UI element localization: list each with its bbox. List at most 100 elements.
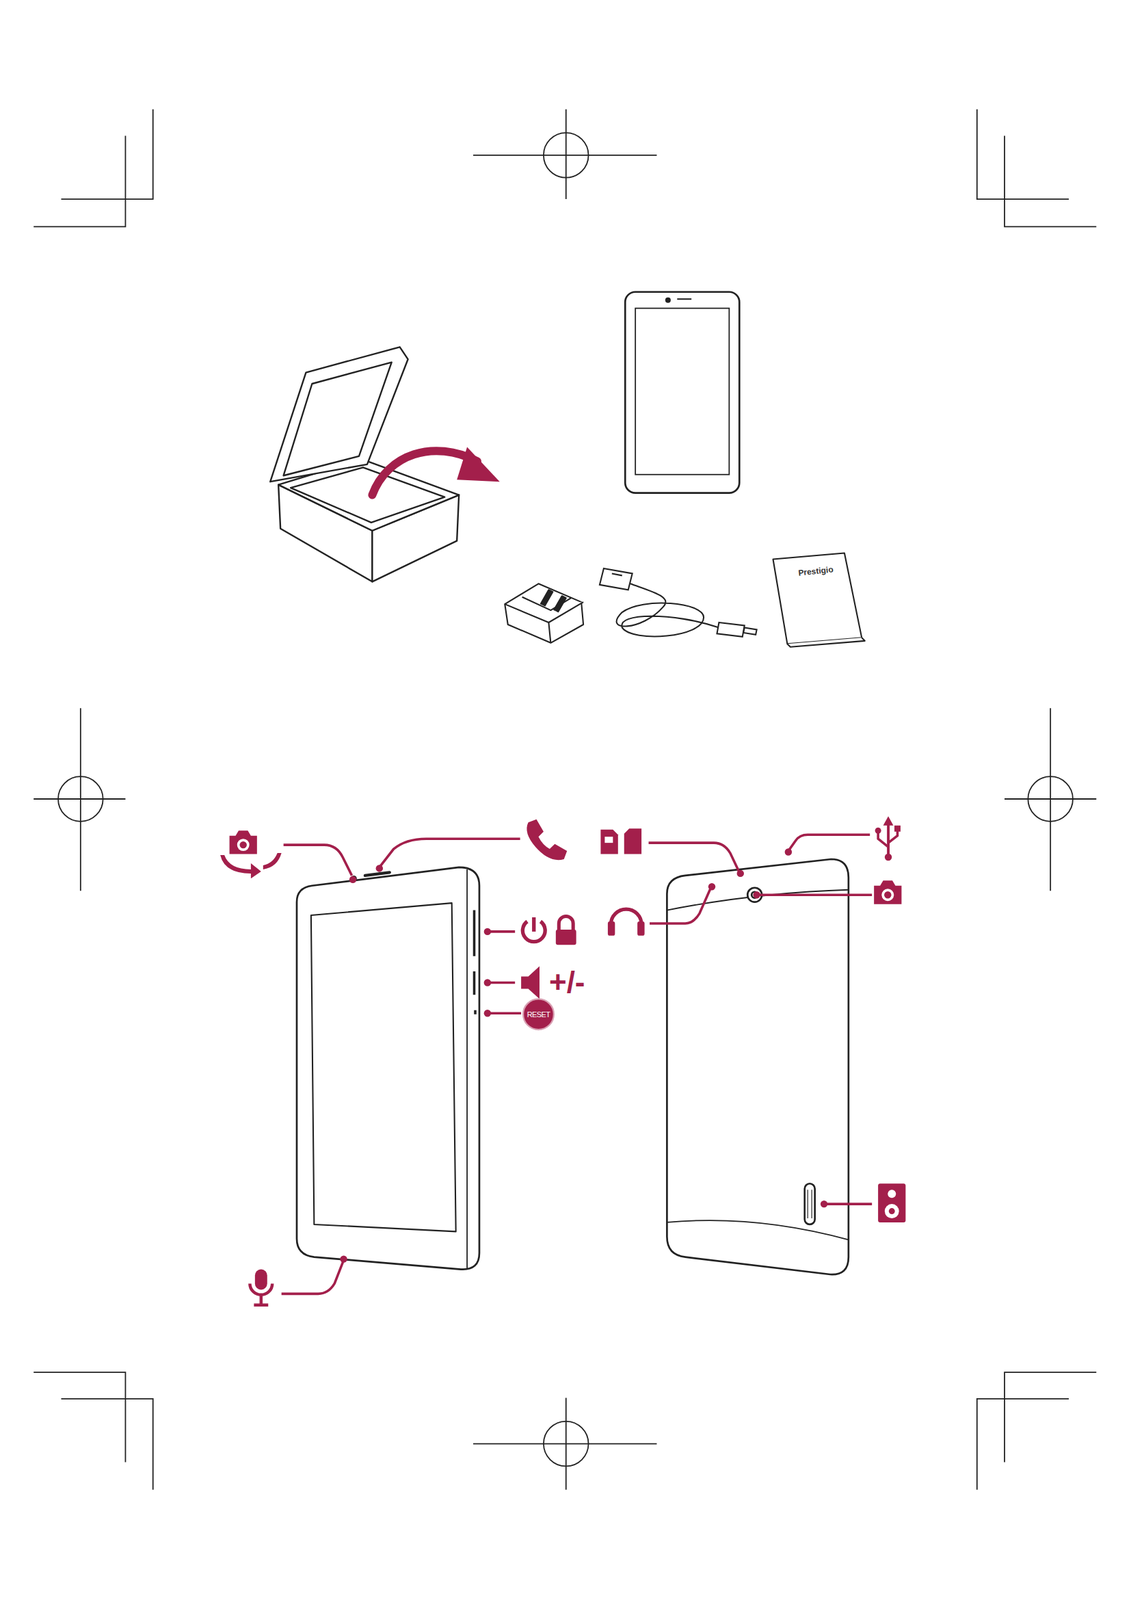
icons bbox=[526, 819, 567, 860]
crop-marks bbox=[1004, 707, 1097, 891]
volume-label: +/- bbox=[549, 966, 586, 997]
leader-dots bbox=[339, 847, 828, 1263]
leader-dots bbox=[339, 1254, 347, 1262]
usb-cable bbox=[611, 573, 623, 576]
leader-lines bbox=[649, 887, 711, 924]
tablet-front bbox=[311, 902, 457, 1231]
leader-lines bbox=[283, 844, 353, 876]
box bbox=[270, 346, 408, 482]
leader-lines bbox=[281, 1259, 344, 1294]
icons bbox=[884, 1203, 900, 1218]
leader-dots bbox=[737, 869, 744, 877]
crop-marks bbox=[977, 1371, 1097, 1490]
tablet-back bbox=[666, 1219, 848, 1240]
manual bbox=[773, 553, 866, 647]
leader-lines bbox=[788, 834, 870, 851]
leader-dots bbox=[752, 890, 760, 898]
tablet bbox=[624, 291, 740, 494]
icons bbox=[531, 916, 536, 932]
charger bbox=[548, 622, 551, 643]
leader-dots bbox=[484, 927, 491, 935]
usb-cable bbox=[743, 627, 757, 634]
icons bbox=[873, 880, 902, 904]
leader-lines bbox=[487, 1011, 522, 1015]
icons bbox=[624, 828, 642, 854]
arrow bbox=[456, 446, 500, 482]
tablet bbox=[666, 298, 670, 302]
icons bbox=[220, 854, 262, 878]
icons bbox=[600, 829, 618, 855]
tablet-front bbox=[466, 869, 468, 1270]
icons bbox=[521, 966, 540, 1000]
icons bbox=[886, 821, 890, 855]
icons bbox=[877, 1182, 906, 1222]
usb-cable bbox=[599, 568, 633, 590]
crop-marks bbox=[33, 1371, 153, 1490]
leader-lines bbox=[823, 1202, 872, 1205]
leader-lines bbox=[648, 842, 740, 872]
crop-marks bbox=[33, 707, 126, 891]
icons bbox=[894, 825, 901, 832]
icons bbox=[610, 908, 642, 924]
icons bbox=[558, 916, 574, 931]
crop-marks bbox=[33, 109, 1097, 1490]
manual bbox=[787, 637, 865, 647]
leader-dots bbox=[708, 882, 716, 890]
tablet bbox=[676, 298, 692, 300]
icons bbox=[255, 1269, 268, 1290]
reset-label: RESET bbox=[527, 1010, 551, 1019]
crop-marks bbox=[977, 109, 1097, 228]
leader-dots bbox=[376, 864, 383, 872]
leader-lines bbox=[379, 838, 521, 868]
leader-dots bbox=[484, 978, 491, 986]
icons bbox=[523, 998, 554, 1030]
leader-dots bbox=[820, 1200, 828, 1207]
leader-dots bbox=[349, 875, 357, 883]
tablet-back bbox=[807, 1189, 812, 1218]
tablet-back bbox=[804, 1182, 816, 1224]
box bbox=[283, 362, 392, 476]
icons bbox=[555, 929, 577, 945]
icons bbox=[884, 853, 892, 861]
crop-marks bbox=[473, 109, 657, 199]
icons bbox=[637, 921, 645, 936]
tablet-front bbox=[296, 867, 480, 1270]
icons bbox=[888, 1207, 896, 1214]
leader-lines bbox=[756, 893, 873, 896]
icons bbox=[253, 1294, 269, 1305]
tablet-back bbox=[747, 887, 762, 902]
icons bbox=[883, 815, 894, 825]
charger bbox=[504, 583, 584, 643]
tablet bbox=[635, 308, 729, 475]
icons bbox=[604, 836, 613, 843]
tablet-front bbox=[365, 871, 390, 875]
leader-dots bbox=[784, 847, 792, 855]
icons bbox=[875, 827, 882, 834]
leader-lines bbox=[487, 981, 515, 984]
icons bbox=[877, 830, 898, 847]
usb-cable bbox=[616, 583, 720, 636]
leader-lines bbox=[487, 929, 515, 933]
usb-cable bbox=[599, 568, 757, 637]
tablet bbox=[624, 291, 740, 494]
manual bbox=[773, 553, 863, 645]
icons bbox=[220, 815, 906, 1305]
icons bbox=[249, 1282, 273, 1294]
icons bbox=[607, 921, 615, 936]
crop-marks bbox=[33, 109, 153, 228]
icons bbox=[229, 830, 258, 854]
leader-lines bbox=[281, 834, 873, 1294]
usb-cable bbox=[716, 622, 744, 637]
arrow bbox=[371, 446, 500, 495]
icons bbox=[887, 1189, 896, 1198]
charger bbox=[504, 583, 584, 643]
tablet-front bbox=[474, 910, 476, 1015]
icons bbox=[263, 852, 282, 870]
charger bbox=[540, 589, 566, 612]
crop-marks bbox=[473, 1396, 657, 1489]
box bbox=[270, 346, 459, 582]
tablet-front bbox=[296, 867, 480, 1270]
leader-dots bbox=[484, 1009, 491, 1017]
